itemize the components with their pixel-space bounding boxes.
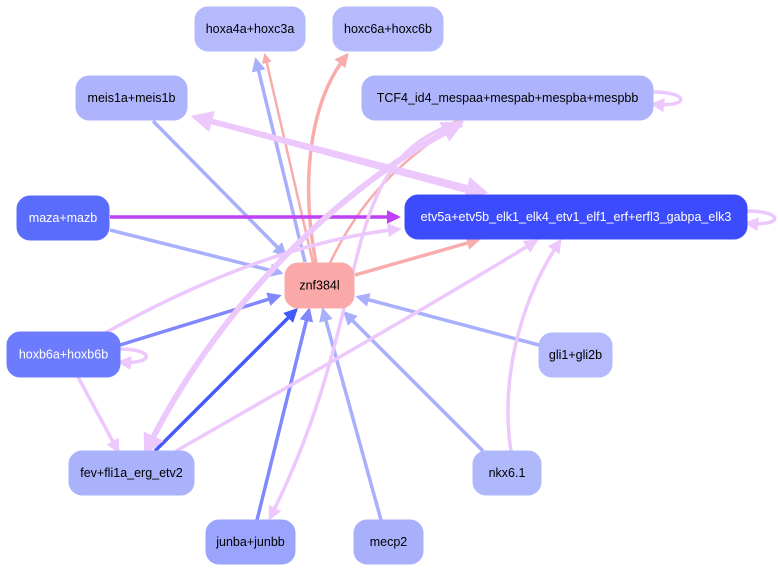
node-hoxc6a_hoxc6b[interactable]: hoxc6a+hoxc6b	[332, 6, 444, 52]
node-box	[194, 6, 306, 52]
node-label: nkx6.1	[489, 466, 526, 480]
edge-mecp2-to-znf384l	[319, 307, 383, 521]
node-maza_mazb[interactable]: maza+mazb	[16, 195, 110, 241]
edge-line	[175, 239, 539, 453]
edge-line	[261, 53, 315, 264]
edge-line	[255, 307, 314, 521]
node-label: etv5a+etv5b_elk1_elk4_etv1_elf1_erf+erfl…	[421, 210, 732, 224]
node-etv5a[interactable]: etv5a+etv5b_elk1_elk4_etv1_elf1_erf+erfl…	[404, 194, 748, 240]
edge-line	[251, 57, 307, 263]
node-box	[284, 262, 355, 309]
node-box	[538, 332, 613, 378]
node-gli1_gli2b[interactable]: gli1+gli2b	[538, 332, 613, 378]
edge-etv5a-to-etv5a	[744, 209, 777, 232]
edge-nkx6_1-to-etv5a	[506, 238, 562, 452]
node-box	[68, 450, 195, 496]
node-label: hoxb6a+hoxb6b	[19, 348, 108, 362]
node-label: hoxa4a+hoxc3a	[206, 22, 295, 36]
edge-line	[104, 223, 402, 335]
node-box	[205, 519, 296, 565]
edge-line	[151, 119, 287, 257]
edge-line	[109, 228, 284, 278]
edge-tcf4-to-junba_junbb	[268, 119, 464, 521]
edge-hoxb6a_hoxb6b-to-znf384l	[119, 292, 282, 347]
node-box	[472, 450, 542, 496]
edge-tcf4-to-tcf4	[650, 90, 683, 113]
node-hoxa4a_hoxc3a[interactable]: hoxa4a+hoxc3a	[194, 6, 306, 52]
node-box	[16, 195, 110, 241]
edge-gli1_gli2b-to-znf384l	[355, 293, 540, 347]
node-box	[353, 519, 424, 565]
edge-hoxb6a_hoxb6b-to-etv5a	[104, 223, 402, 335]
node-junba_junbb[interactable]: junba+junbb	[205, 519, 296, 565]
edge-line	[117, 347, 148, 370]
node-znf384l[interactable]: znf384l	[284, 262, 355, 309]
node-hoxb6a_hoxb6b[interactable]: hoxb6a+hoxb6b	[6, 331, 121, 378]
node-label: fev+fli1a_erg_etv2	[80, 466, 183, 480]
node-meis1a_meis1b[interactable]: meis1a+meis1b	[75, 75, 188, 121]
edges-layer	[76, 52, 777, 521]
nodes-layer: hoxa4a+hoxc3a hoxc6a+hoxc6b meis1a+meis1b T…	[6, 6, 748, 565]
edge-line	[650, 90, 683, 113]
edge-hoxb6a_hoxb6b-to-hoxb6a_hoxb6b	[117, 347, 148, 370]
node-fev[interactable]: fev+fli1a_erg_etv2	[68, 450, 195, 496]
edge-line	[268, 119, 464, 521]
edge-hoxa4a_hoxc3a-to-znf384l	[251, 57, 307, 263]
edge-line	[76, 376, 120, 454]
node-box	[404, 194, 748, 240]
node-label: junba+junbb	[215, 535, 285, 549]
edge-meis1a_meis1b-to-znf384l	[151, 119, 287, 257]
edge-line	[119, 292, 282, 347]
edge-meis1a_meis1b-to-etv5a	[194, 114, 489, 199]
edge-maza_mazb-to-znf384l	[109, 228, 284, 278]
node-label: mecp2	[370, 535, 408, 549]
node-label: maza+mazb	[29, 211, 97, 225]
edge-junba_junbb-to-znf384l	[255, 307, 314, 521]
edge-nkx6_1-to-znf384l	[343, 311, 485, 453]
edge-line	[744, 209, 777, 232]
edge-tcf4-to-fev	[143, 121, 464, 456]
node-box	[6, 331, 121, 378]
edge-line	[354, 236, 481, 277]
edge-line	[506, 238, 562, 452]
edge-line	[153, 308, 298, 453]
node-mecp2[interactable]: mecp2	[353, 519, 424, 565]
edge-line	[194, 114, 489, 199]
node-tcf4[interactable]: TCF4_id4_mespaa+mespab+mespba+mespbb	[361, 75, 654, 121]
node-box	[332, 6, 444, 52]
node-label: meis1a+meis1b	[88, 91, 176, 105]
edge-znf384l-to-tcf4	[328, 119, 464, 264]
node-box	[361, 75, 654, 121]
edge-line	[319, 307, 383, 521]
edge-line	[328, 119, 464, 264]
node-label: TCF4_id4_mespaa+mespab+mespba+mespbb	[377, 91, 639, 105]
edge-line	[355, 293, 540, 347]
node-label: gli1+gli2b	[549, 348, 602, 362]
edge-hoxb6a_hoxb6b-to-fev	[76, 376, 120, 454]
node-label: znf384l	[299, 279, 339, 293]
edge-znf384l-to-hoxa4a_hoxc3a	[261, 53, 315, 264]
node-box	[75, 75, 188, 121]
node-nkx6_1[interactable]: nkx6.1	[472, 450, 542, 496]
edge-znf384l-to-etv5a	[354, 236, 481, 277]
edge-line	[343, 311, 485, 453]
node-label: hoxc6a+hoxc6b	[344, 22, 432, 36]
edge-fev-to-znf384l	[153, 308, 298, 453]
edge-fev-to-etv5a	[175, 239, 539, 453]
edge-line	[143, 121, 464, 456]
